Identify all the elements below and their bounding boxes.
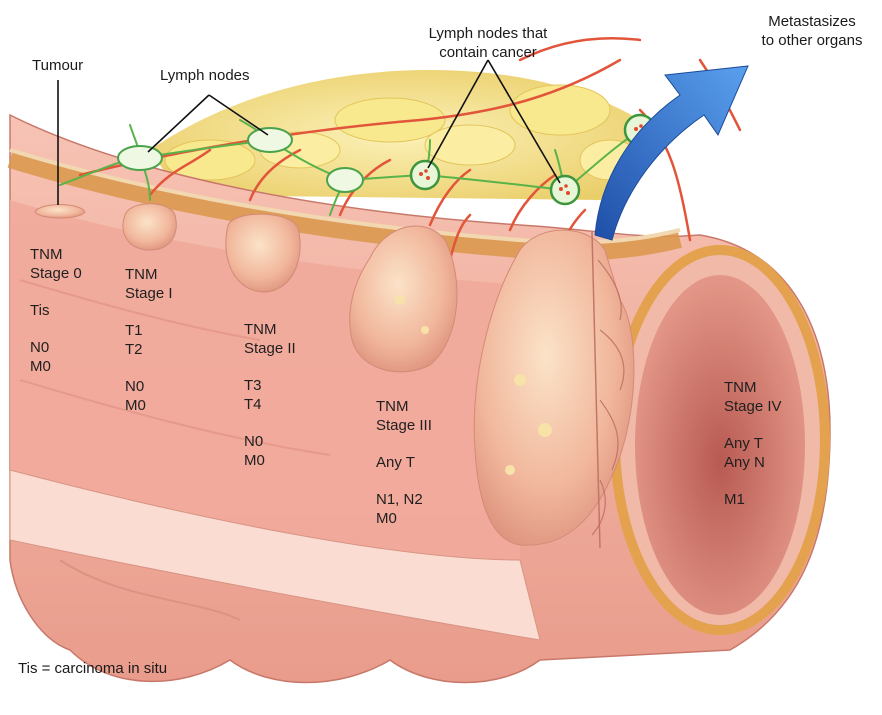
lymph-node	[248, 128, 292, 152]
stage-m-value: M0	[125, 396, 173, 415]
stage-4-block: TNM Stage IV Any T Any N M1	[724, 378, 782, 509]
stage-t-value: T1	[125, 321, 173, 340]
stage-name: Stage III	[376, 416, 432, 435]
stage-t-value: T3	[244, 376, 296, 395]
stage-t-value: Any T	[376, 453, 432, 472]
metastasizes-label-line1: Metastasizes	[746, 12, 878, 31]
stage-t-value: Tis	[30, 301, 82, 320]
lymph-nodes-cancer-label-line2: contain cancer	[400, 43, 576, 62]
stage-name: Stage II	[244, 339, 296, 358]
stage-t-value: T2	[125, 340, 173, 359]
lymph-nodes-cancer-label-line1: Lymph nodes that	[400, 24, 576, 43]
tumour-label: Tumour	[32, 56, 83, 75]
colon-lumen-opening	[615, 250, 825, 630]
stage-n-value: N1, N2	[376, 490, 432, 509]
stage-m-value: M0	[376, 509, 432, 528]
stage-title: TNM	[125, 265, 173, 284]
stage-name: Stage IV	[724, 397, 782, 416]
metastasizes-label-line2: to other organs	[746, 31, 878, 50]
stage-m-value: M0	[30, 357, 82, 376]
lymph-node	[327, 168, 363, 192]
stage-title: TNM	[30, 245, 82, 264]
stage-n-value: N0	[125, 377, 173, 396]
lymph-nodes-cancer-label: Lymph nodes that contain cancer	[400, 24, 576, 62]
stage-m-value: M1	[724, 490, 782, 509]
stage-1-block: TNM Stage I T1 T2 N0 M0	[125, 265, 173, 415]
lymph-node-cancerous	[411, 161, 439, 189]
footnote: Tis = carcinoma in situ	[18, 660, 167, 677]
metastasizes-label: Metastasizes to other organs	[746, 12, 878, 50]
stage-2-block: TNM Stage II T3 T4 N0 M0	[244, 320, 296, 470]
stage-name: Stage 0	[30, 264, 82, 283]
lymph-node	[118, 146, 162, 170]
stage-title: TNM	[376, 397, 432, 416]
lymph-node-cancerous	[551, 176, 579, 204]
lymph-nodes-label: Lymph nodes	[160, 66, 250, 85]
stage-t-value: T4	[244, 395, 296, 414]
stage-n-value: Any N	[724, 453, 782, 472]
tumour-stage-0	[35, 205, 85, 219]
stage-m-value: M0	[244, 451, 296, 470]
stage-n-value: N0	[244, 432, 296, 451]
stage-t-value: Any T	[724, 434, 782, 453]
stage-n-value: N0	[30, 338, 82, 357]
stage-3-block: TNM Stage III Any T N1, N2 M0	[376, 397, 432, 528]
stage-title: TNM	[244, 320, 296, 339]
stage-0-block: TNM Stage 0 Tis N0 M0	[30, 245, 82, 376]
tumour-stage-1	[123, 204, 176, 250]
stage-title: TNM	[724, 378, 782, 397]
stage-name: Stage I	[125, 284, 173, 303]
